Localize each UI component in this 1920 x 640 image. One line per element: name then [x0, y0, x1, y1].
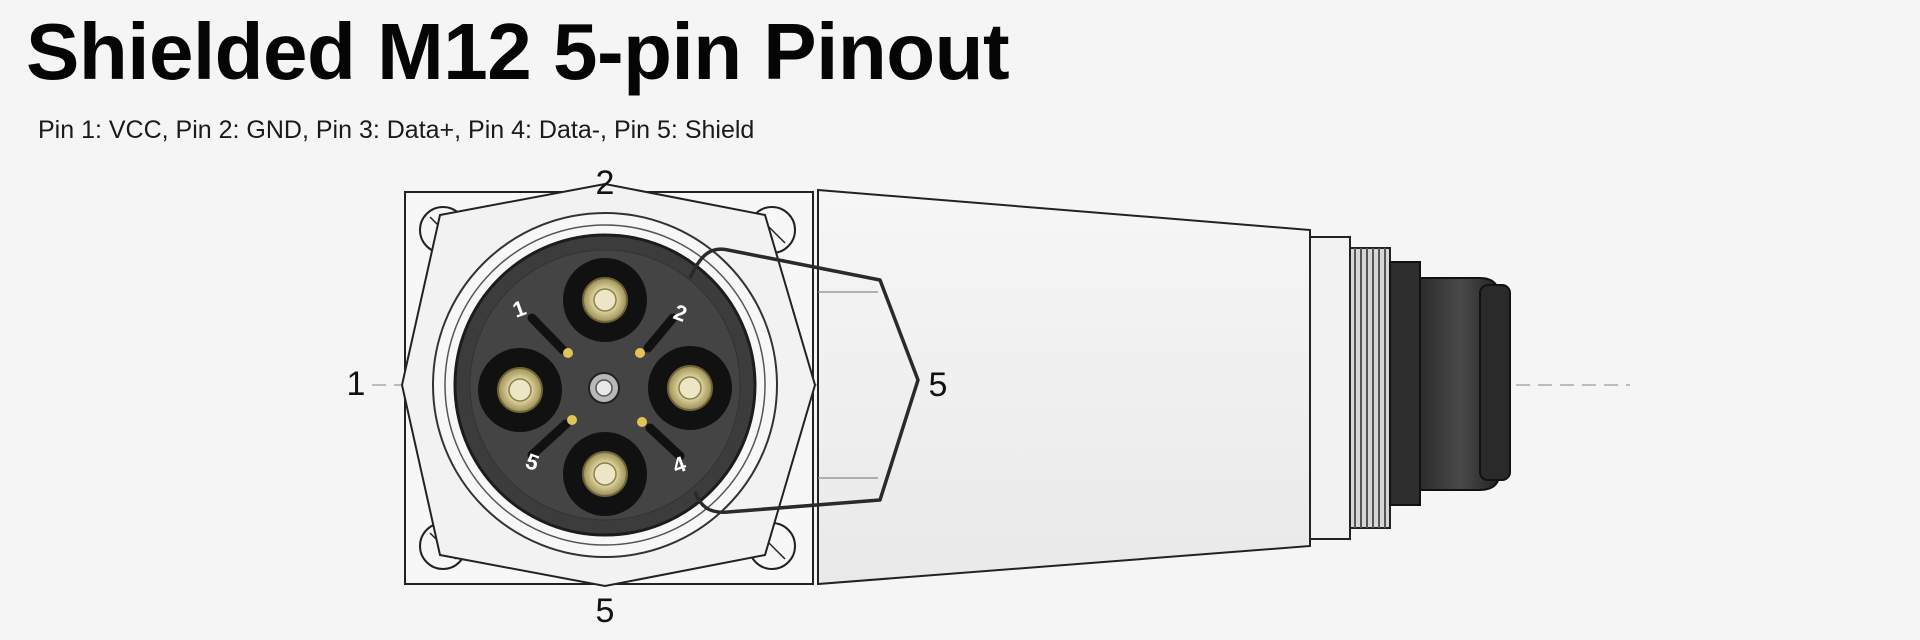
connector-body: [817, 188, 1311, 586]
outer-label-right: 5: [929, 366, 948, 404]
pin-socket-top: [563, 258, 647, 342]
body-collar: [1309, 236, 1351, 540]
pin-socket-left: [478, 348, 562, 432]
pin-socket-right: [648, 346, 732, 430]
shield-wire: [688, 247, 920, 514]
pin-socket-bottom: [563, 432, 647, 516]
coding-slot: [637, 417, 685, 461]
outer-label-bottom: 5: [596, 592, 615, 630]
coupling-nut: [1389, 261, 1511, 506]
coding-slot: [527, 313, 573, 358]
outer-label-top: 2: [596, 164, 615, 202]
coding-slot: [635, 313, 678, 358]
page-title: Shielded M12 5-pin Pinout: [26, 7, 1010, 96]
inner-ring: [444, 224, 766, 546]
thread-section: [1349, 247, 1391, 529]
pinout-subtitle: Pin 1: VCC, Pin 2: GND, Pin 3: Data+, Pi…: [38, 116, 755, 144]
coding-slot: [527, 415, 577, 460]
outer-label-left: 1: [347, 365, 366, 403]
center-pin: [588, 372, 620, 404]
